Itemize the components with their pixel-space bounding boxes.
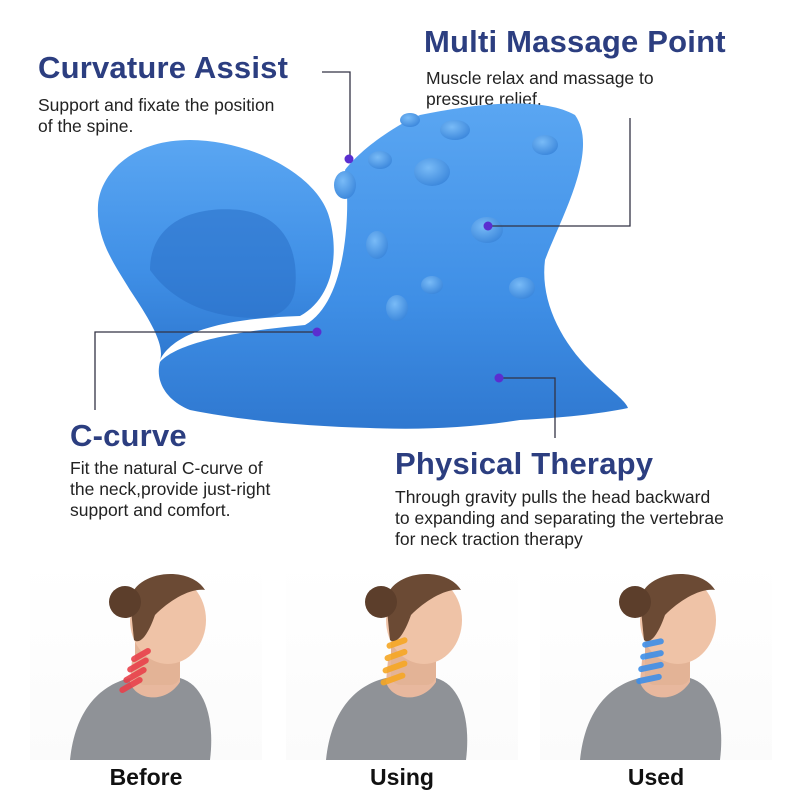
physical-therapy-description: Through gravity pulls the head backward … — [395, 487, 724, 549]
physical-therapy-callout-line — [500, 377, 556, 438]
using-photo — [286, 560, 518, 760]
woman-profile-using-icon — [326, 573, 468, 760]
c-curve-callout-line — [94, 331, 316, 410]
before-caption: Before — [109, 764, 183, 790]
physical-therapy-dot-icon — [494, 373, 504, 383]
used-caption: Used — [627, 764, 685, 790]
spine-highlight-icon — [119, 648, 151, 693]
used-photo — [540, 560, 772, 760]
callout-lines — [94, 71, 631, 438]
curvature-assist-dot-icon — [344, 154, 354, 164]
spine-highlight-icon — [636, 638, 664, 685]
c-curve-description: Fit the natural C-curve of the neck,prov… — [70, 458, 271, 520]
before-photo — [30, 560, 262, 760]
c-curve-title: C-curve — [70, 418, 187, 453]
curvature-assist-description: Support and fixate the position of the s… — [38, 95, 275, 136]
using-caption: Using — [370, 764, 434, 790]
curvature-assist-title: Curvature Assist — [38, 50, 289, 85]
multi-massage-point-dot-icon — [483, 221, 493, 231]
woman-profile-used-icon — [580, 573, 722, 760]
product-illustration — [94, 71, 631, 438]
multi-massage-point-title: Multi Massage Point — [424, 24, 726, 59]
multi-massage-point-callout-line — [490, 118, 631, 227]
curvature-assist-callout-line — [322, 71, 351, 158]
neck-stretcher-pillow-icon — [97, 103, 628, 429]
spine-highlight-icon — [380, 637, 408, 686]
woman-profile-before-icon — [70, 573, 212, 760]
c-curve-dot-icon — [312, 327, 322, 337]
callout-dots — [312, 154, 504, 383]
physical-therapy-title: Physical Therapy — [395, 446, 654, 481]
